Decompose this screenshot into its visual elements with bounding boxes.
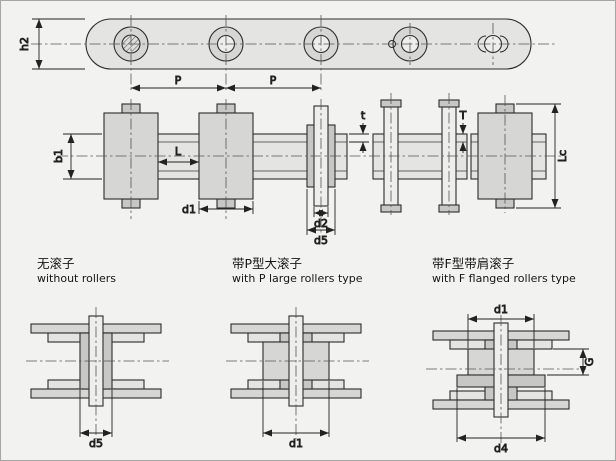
dim-d1-label: d1 xyxy=(182,203,196,216)
dim-t-label: t xyxy=(361,109,366,122)
pin-centerlines xyxy=(130,93,506,233)
dim-h2-label: h2 xyxy=(18,37,31,51)
dim-pitch-right: P xyxy=(226,74,321,92)
dim-g: G xyxy=(547,348,596,376)
dim-h2: h2 xyxy=(18,18,85,70)
dim-d1: d1 xyxy=(182,201,254,216)
dim-d5: d5 xyxy=(306,189,336,247)
dim-d5-label: d5 xyxy=(89,437,103,450)
dim-t: t xyxy=(349,109,369,153)
section-title-en: with F flanged rollers type xyxy=(432,272,576,285)
dim-d4: d4 xyxy=(456,388,546,455)
section-without-rollers: 无滚子 without rollers d5 xyxy=(26,256,169,450)
dim-lc: Lc xyxy=(516,103,569,209)
dim-d1-label: d1 xyxy=(494,303,508,316)
dim-d4-label: d4 xyxy=(494,442,508,455)
dim-d1-label: d1 xyxy=(289,437,303,450)
dim-pitch-left: P xyxy=(131,74,226,92)
dim-d1-section: d1 xyxy=(262,381,330,450)
dim-d1-top: d1 xyxy=(467,303,535,348)
dim-T-label: T xyxy=(459,109,467,122)
section-title-en: with P large rollers type xyxy=(232,272,363,285)
dim-l-label: L xyxy=(175,145,182,158)
chain-elevation-view: b1 L d1 d2 d5 t T xyxy=(52,93,569,247)
dim-T: T xyxy=(458,109,467,153)
dim-l: L xyxy=(158,145,199,166)
pin-centerlines xyxy=(130,15,494,93)
dim-d5-label: d5 xyxy=(314,234,328,247)
chain-plan-view: h2 P P xyxy=(18,15,557,93)
section-large-rollers: 带P型大滚子 with P large rollers type d1 xyxy=(226,256,369,450)
dim-d5-section: d5 xyxy=(79,390,113,450)
section-title-en: without rollers xyxy=(37,272,116,285)
section-title-zh: 带F型带肩滚子 xyxy=(432,256,514,271)
dim-lc-label: Lc xyxy=(556,150,569,162)
section-flanged-rollers: 带F型带肩滚子 with F flanged rollers type d1 d… xyxy=(426,256,596,455)
dim-g-label: G xyxy=(583,358,596,367)
dim-d2-label: d2 xyxy=(314,217,328,230)
dim-p-left-label: P xyxy=(175,74,182,87)
dim-d2: d2 xyxy=(313,207,329,230)
dim-b1: b1 xyxy=(52,133,102,180)
section-title-zh: 带P型大滚子 xyxy=(232,256,302,271)
section-title-zh: 无滚子 xyxy=(37,256,75,271)
dim-b1-label: b1 xyxy=(52,149,65,163)
dim-p-right-label: P xyxy=(270,74,277,87)
